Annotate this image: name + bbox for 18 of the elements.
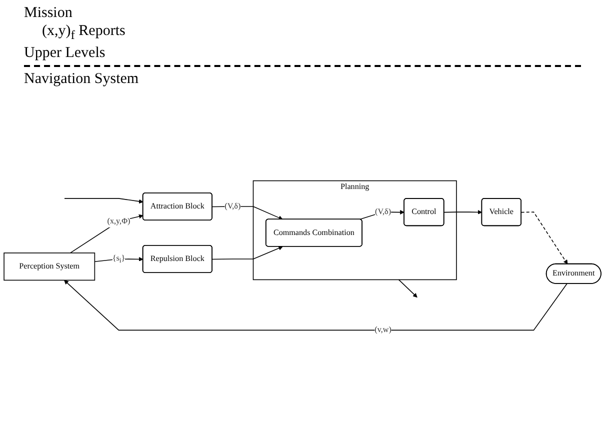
node-box: Perception System	[4, 252, 96, 281]
text-label: Mission	[24, 4, 72, 22]
text-label: Upper Levels	[24, 44, 106, 62]
text-label: (x,y)$_{f}$ Reports	[41, 22, 126, 44]
arrow	[70, 214, 144, 254]
arrow	[444, 210, 482, 214]
edge-label: (V,δ)	[224, 202, 241, 211]
edge-label: (v,w)	[374, 326, 392, 334]
edge-label: {s$_{i}$}	[112, 254, 126, 264]
arrow	[64, 198, 144, 204]
edge-label: (x,y,Φ)	[107, 216, 130, 226]
arrow	[212, 206, 283, 220]
arrow	[398, 279, 418, 298]
arrow	[64, 280, 568, 331]
arrow	[520, 212, 568, 264]
arrow	[212, 246, 283, 260]
edge-label: (V,δ)	[375, 208, 392, 216]
text-label: Navigation System	[24, 70, 139, 88]
